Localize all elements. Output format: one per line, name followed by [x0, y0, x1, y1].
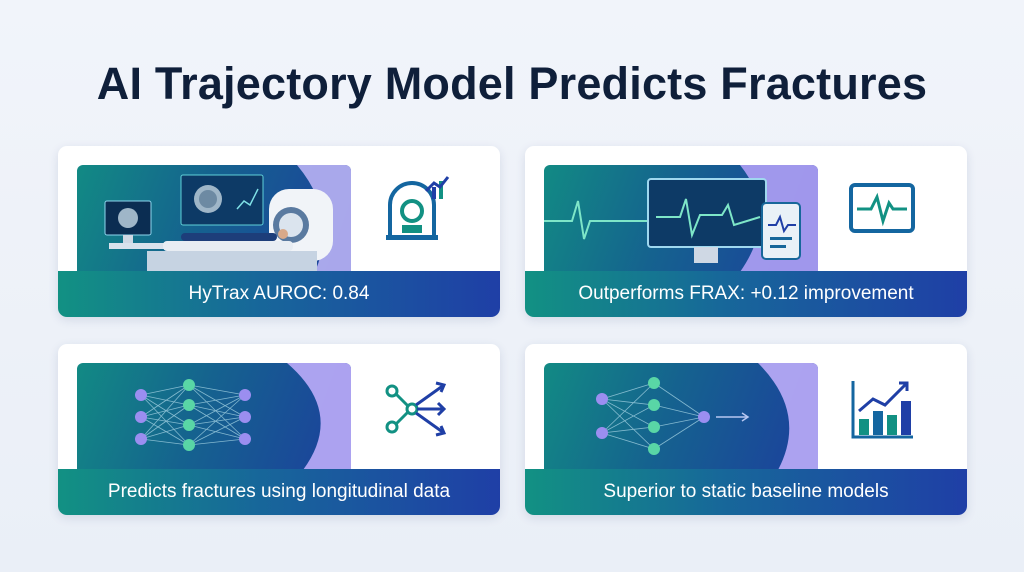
ecg-monitor-illustration: [544, 165, 818, 272]
branching-network-icon: [378, 371, 454, 447]
heart-monitor-icon: [845, 173, 921, 249]
page-title: AI Trajectory Model Predicts Fractures: [96, 58, 928, 109]
card-static-baseline: Superior to static baseline models: [525, 344, 967, 515]
card-caption: Superior to static baseline models: [525, 469, 967, 515]
card-caption: Predicts fractures using longitudinal da…: [58, 469, 500, 515]
neural-network-output-illustration: [544, 363, 818, 470]
card-frax-improvement: Outperforms FRAX: +0.12 improvement: [525, 146, 967, 317]
card-hytrax-auroc: HyTrax AUROC: 0.84: [58, 146, 500, 317]
card-caption: Outperforms FRAX: +0.12 improvement: [525, 271, 967, 317]
mri-scan-chart-icon: [378, 173, 454, 249]
card-caption: HyTrax AUROC: 0.84: [58, 271, 500, 317]
mri-scanner-illustration: [77, 165, 351, 272]
bar-chart-growth-icon: [845, 371, 921, 447]
neural-network-illustration: [77, 363, 351, 470]
card-longitudinal-data: Predicts fractures using longitudinal da…: [58, 344, 500, 515]
